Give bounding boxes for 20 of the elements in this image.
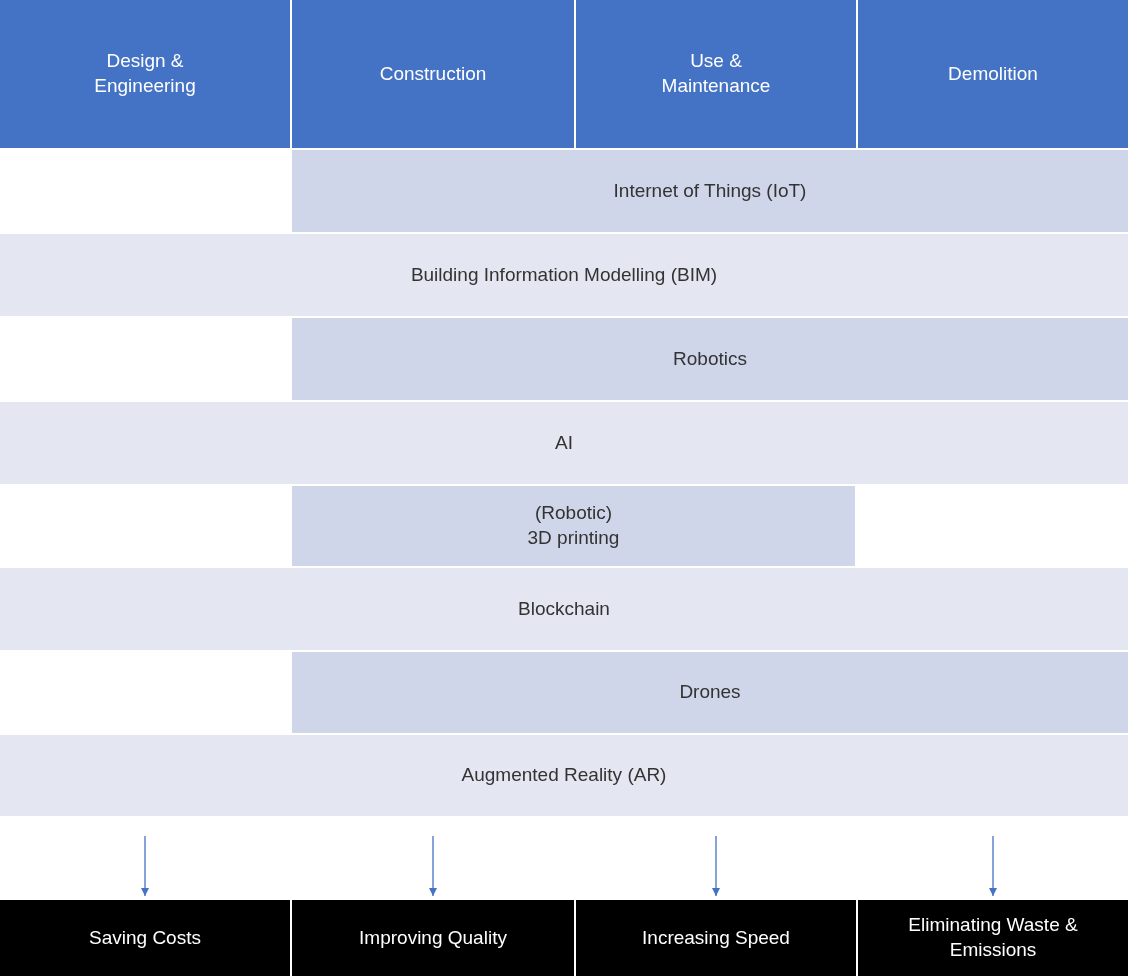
outcome-box: Increasing Speed bbox=[576, 900, 856, 976]
technology-band: (Robotic) 3D printing bbox=[292, 486, 855, 566]
technology-band: AI bbox=[0, 402, 1128, 484]
arrow bbox=[141, 835, 149, 897]
phase-header: Demolition bbox=[858, 0, 1128, 148]
technology-band: Internet of Things (IoT) bbox=[292, 150, 1128, 232]
phase-header: Use & Maintenance bbox=[576, 0, 856, 148]
phase-header: Design & Engineering bbox=[0, 0, 290, 148]
outcome-box: Saving Costs bbox=[0, 900, 290, 976]
technology-band: Blockchain bbox=[0, 568, 1128, 650]
outcome-box: Eliminating Waste & Emissions bbox=[858, 900, 1128, 976]
outcome-box: Improving Quality bbox=[292, 900, 574, 976]
arrow bbox=[429, 835, 437, 897]
phase-header: Construction bbox=[292, 0, 574, 148]
technology-band: Drones bbox=[292, 652, 1128, 733]
arrow bbox=[989, 835, 997, 897]
technology-band: Augmented Reality (AR) bbox=[0, 735, 1128, 816]
technology-band: Robotics bbox=[292, 318, 1128, 400]
technology-band: Building Information Modelling (BIM) bbox=[0, 234, 1128, 316]
arrow bbox=[712, 835, 720, 897]
